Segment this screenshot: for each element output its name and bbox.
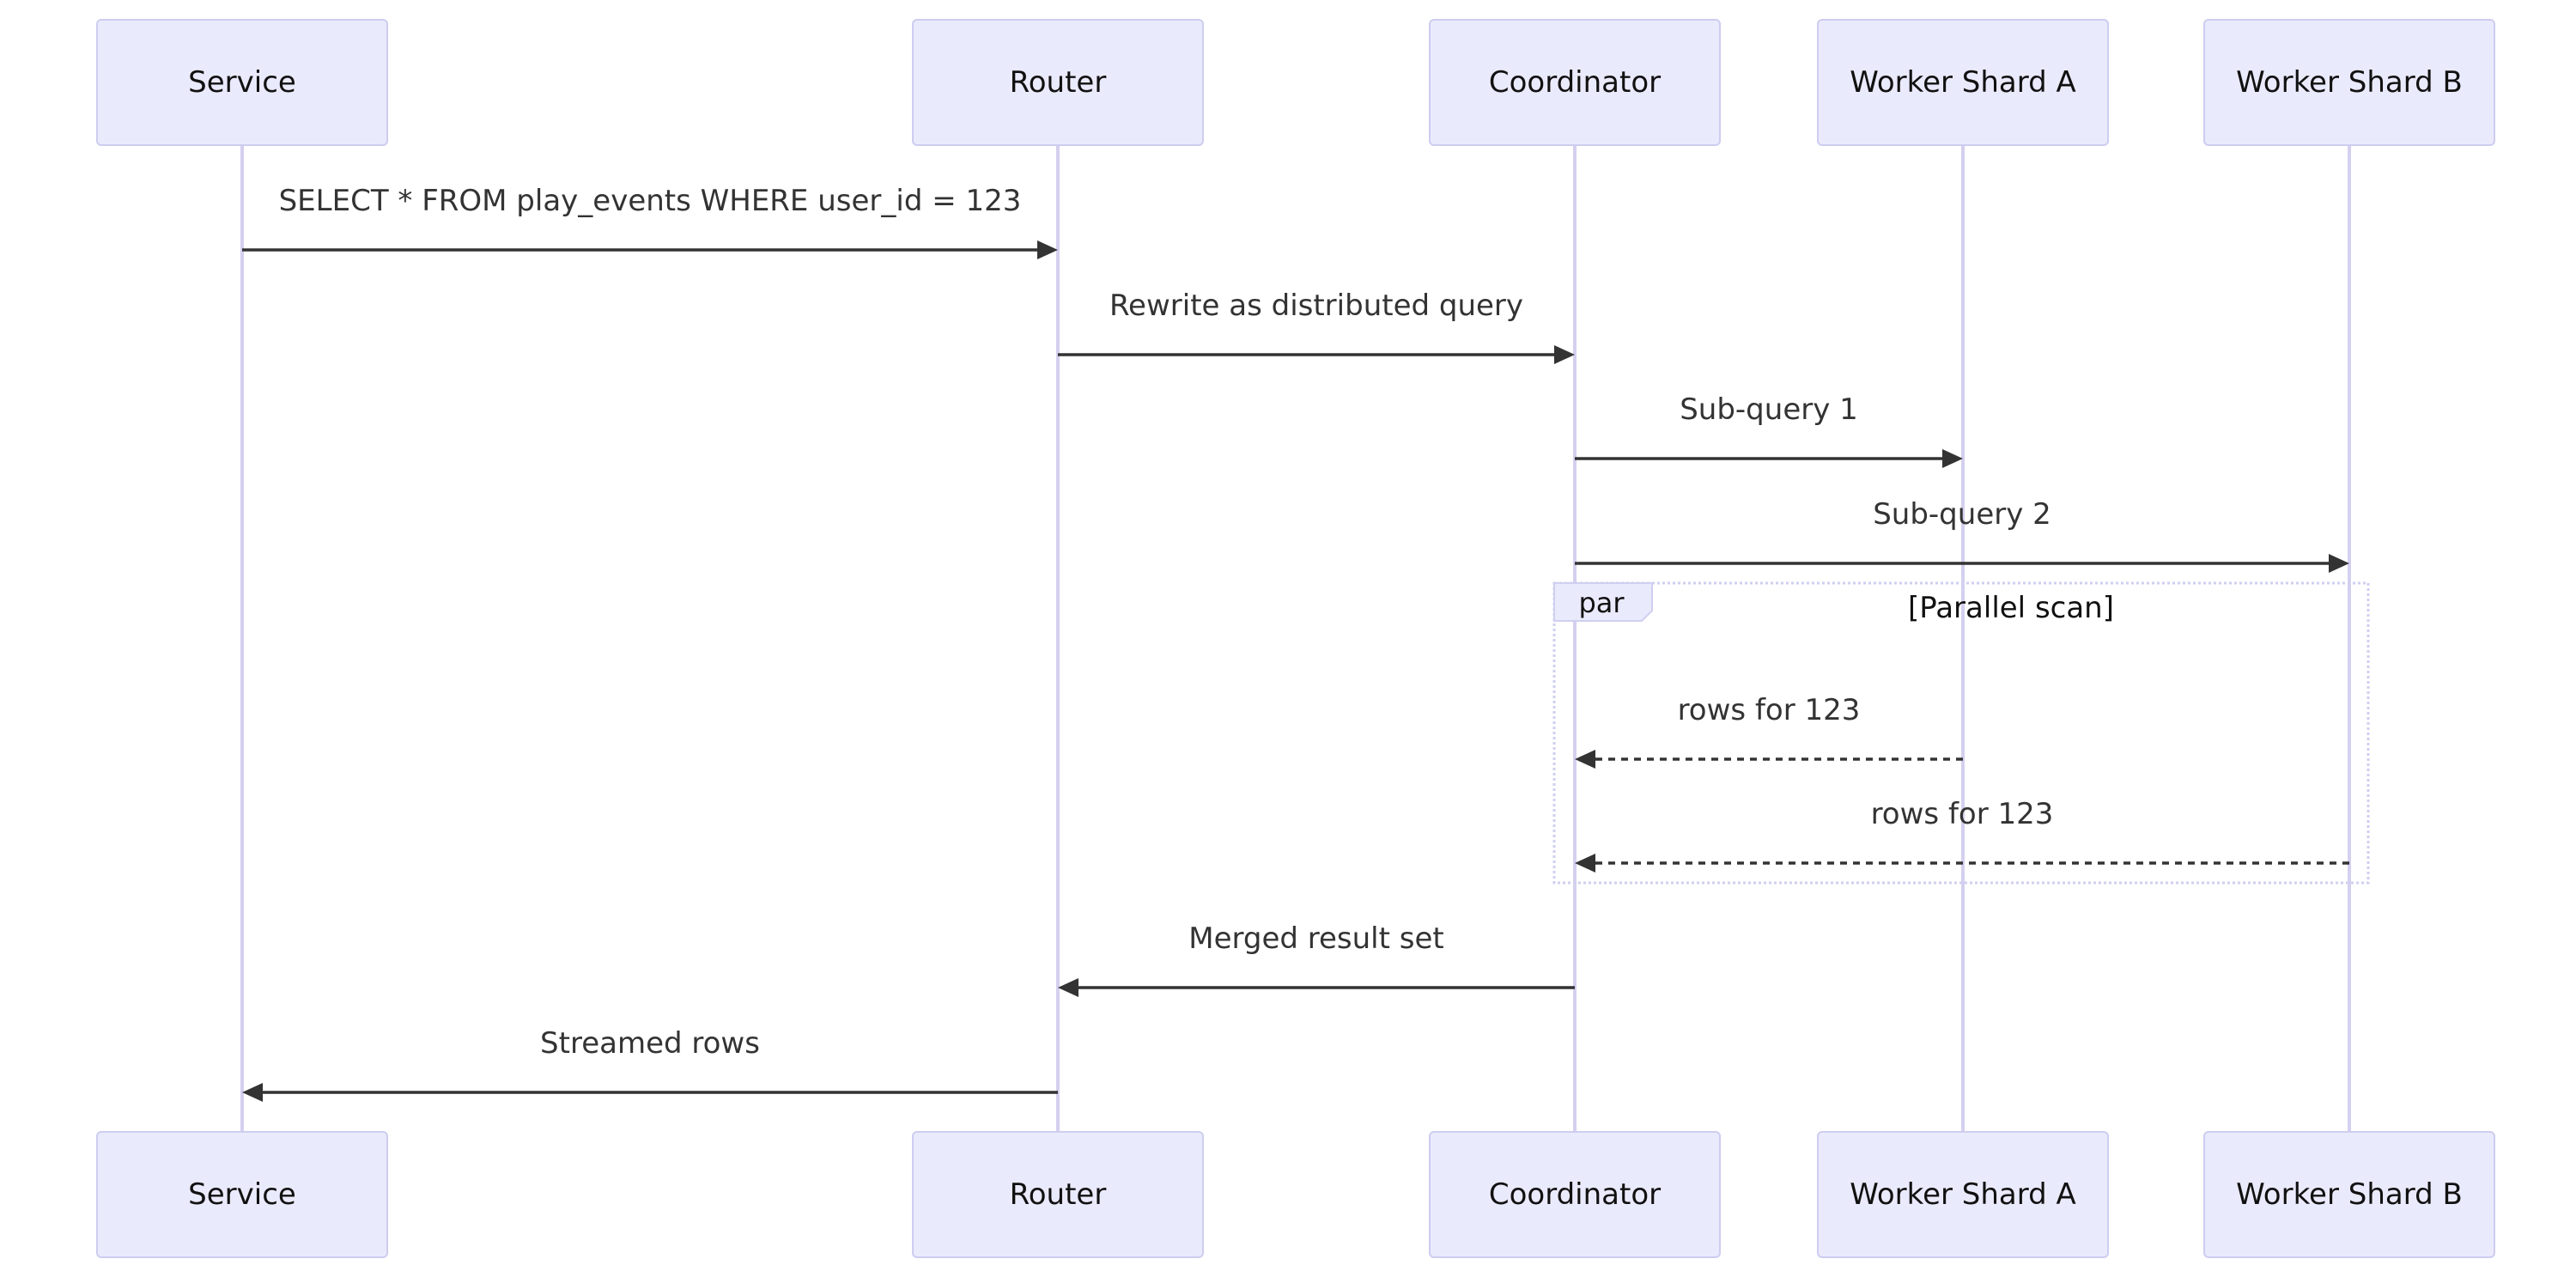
message-label: Merged result set: [1188, 921, 1443, 956]
participant-label: Worker Shard A: [1850, 1177, 2076, 1212]
messages: SELECT * FROM play_events WHERE user_id …: [242, 184, 2349, 1102]
participant-label: Coordinator: [1489, 1177, 1661, 1212]
participant-service-top[interactable]: Service: [96, 19, 388, 146]
participant-router-bottom[interactable]: Router: [912, 1131, 1204, 1258]
frame-type-label: par: [1578, 587, 1625, 619]
lifelines: [240, 145, 2351, 1132]
message-label: SELECT * FROM play_events WHERE user_id …: [279, 184, 1022, 218]
participant-box: [1817, 1131, 2109, 1258]
message-8[interactable]: Streamed rows: [242, 1026, 1058, 1102]
participant-box: [2203, 1131, 2495, 1258]
participant-box: [96, 19, 388, 146]
message-5[interactable]: rows for 123: [1575, 693, 1963, 769]
frame-border: [1552, 581, 2370, 885]
participant-service-bottom[interactable]: Service: [96, 1131, 388, 1258]
participants: ServiceServiceRouterRouterCoordinatorCoo…: [96, 19, 2495, 1258]
message-label: Streamed rows: [540, 1026, 760, 1061]
participant-coordinator-top[interactable]: Coordinator: [1429, 19, 1721, 146]
participant-shard_a-bottom[interactable]: Worker Shard A: [1817, 1131, 2109, 1258]
participant-box: [2203, 19, 2495, 146]
participant-label: Worker Shard B: [2236, 65, 2463, 100]
frames: par [Parallel scan]: [1552, 581, 2370, 885]
participant-router-top[interactable]: Router: [912, 19, 1204, 146]
message-7[interactable]: Merged result set: [1058, 921, 1575, 997]
participant-label: Worker Shard B: [2236, 1177, 2463, 1212]
frame-par: par [Parallel scan]: [1552, 581, 2370, 885]
arrow-head-icon: [1942, 449, 1963, 468]
message-4[interactable]: Sub-query 2: [1575, 497, 2349, 573]
participant-box: [912, 1131, 1204, 1258]
participant-label: Worker Shard A: [1850, 65, 2076, 100]
message-label: rows for 123: [1871, 797, 2054, 831]
arrow-head-icon: [1058, 978, 1078, 997]
participant-box: [912, 19, 1204, 146]
message-label: rows for 123: [1678, 693, 1861, 727]
arrow-head-icon: [242, 1083, 263, 1102]
participant-box: [1429, 1131, 1721, 1258]
message-label: Rewrite as distributed query: [1109, 289, 1523, 323]
arrow-head-icon: [2329, 554, 2349, 573]
participant-label: Router: [1010, 1177, 1107, 1212]
participant-shard_a-top[interactable]: Worker Shard A: [1817, 19, 2109, 146]
participant-label: Service: [188, 65, 296, 100]
frame-condition-label: [Parallel scan]: [1908, 591, 2114, 625]
message-1[interactable]: SELECT * FROM play_events WHERE user_id …: [242, 184, 1058, 259]
arrow-head-icon: [1554, 345, 1575, 364]
message-label: Sub-query 2: [1873, 497, 2051, 532]
message-6[interactable]: rows for 123: [1575, 797, 2349, 873]
participant-label: Coordinator: [1489, 65, 1661, 100]
participant-coordinator-bottom[interactable]: Coordinator: [1429, 1131, 1721, 1258]
message-2[interactable]: Rewrite as distributed query: [1058, 289, 1575, 364]
participant-label: Router: [1010, 65, 1107, 100]
participant-label: Service: [188, 1177, 296, 1212]
participant-box: [1817, 19, 2109, 146]
arrow-head-icon: [1575, 854, 1595, 873]
message-label: Sub-query 1: [1680, 392, 1858, 427]
message-3[interactable]: Sub-query 1: [1575, 392, 1963, 468]
participant-box: [1429, 19, 1721, 146]
arrow-head-icon: [1575, 750, 1595, 769]
arrow-head-icon: [1037, 240, 1058, 259]
participant-shard_b-bottom[interactable]: Worker Shard B: [2203, 1131, 2495, 1258]
participant-box: [96, 1131, 388, 1258]
participant-shard_b-top[interactable]: Worker Shard B: [2203, 19, 2495, 146]
frame-tab: [1553, 582, 1653, 622]
